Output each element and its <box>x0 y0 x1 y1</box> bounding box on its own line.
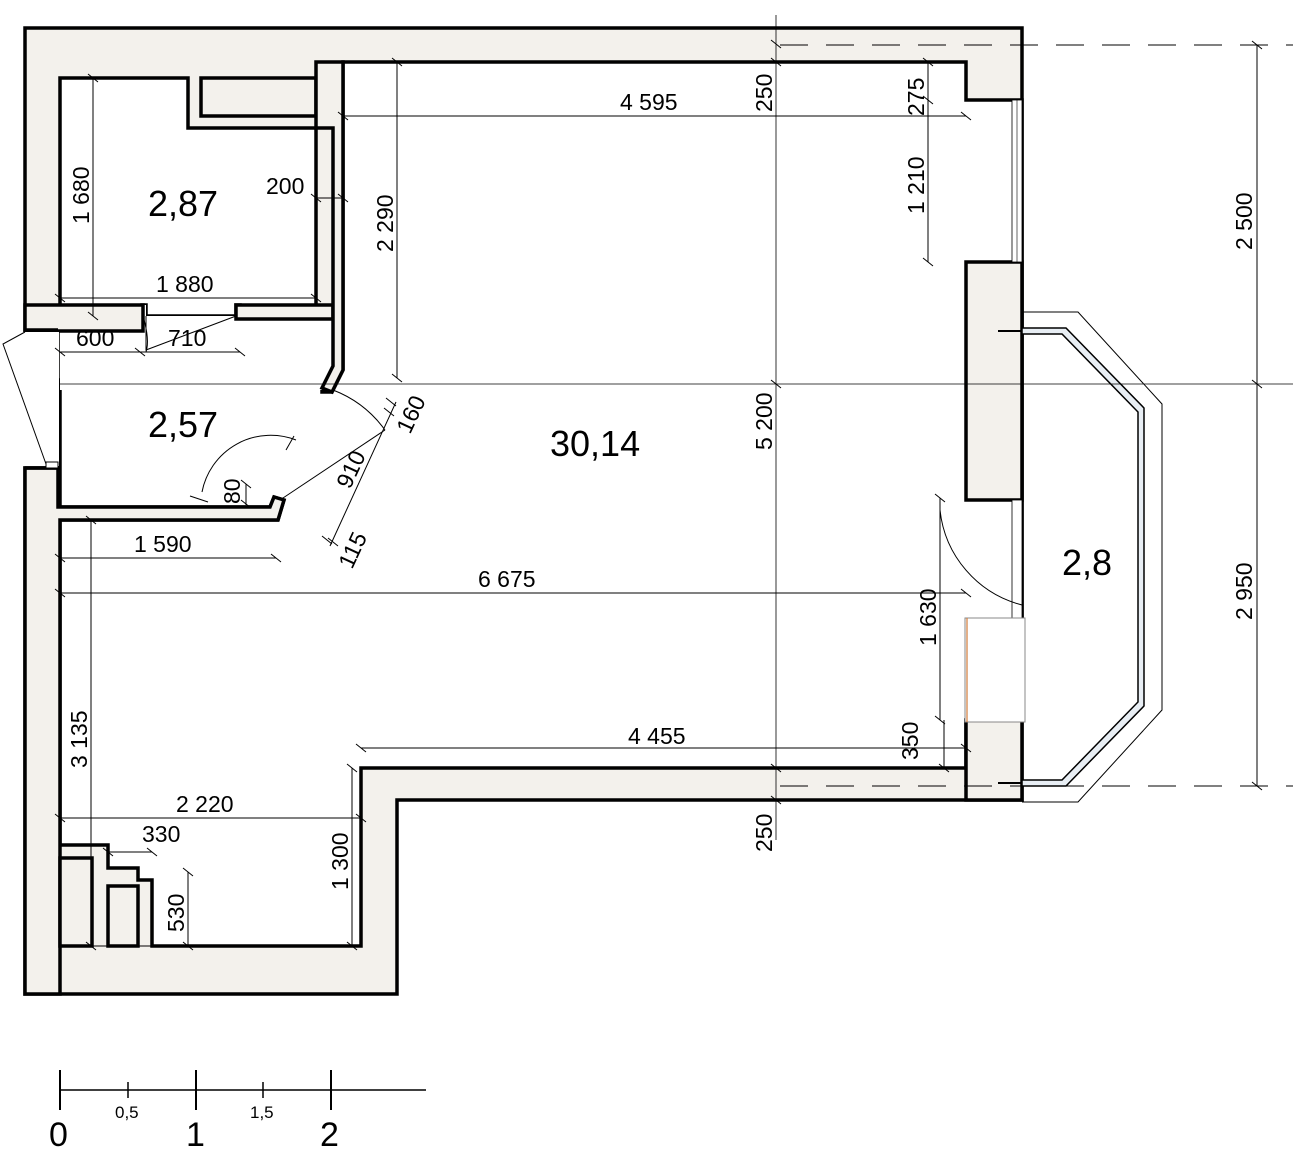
balcony-wall-stub-bottom <box>964 718 1024 802</box>
dim-2220: 2 220 <box>176 791 234 817</box>
window-pier <box>964 260 1024 502</box>
dim-330: 330 <box>142 821 180 847</box>
area-hall: 2,57 <box>148 404 218 445</box>
dim-2500: 2 500 <box>1231 192 1257 250</box>
hall-swing-stop1 <box>189 495 209 503</box>
dim-2950: 2 950 <box>1231 562 1257 620</box>
dim-1880: 1 880 <box>156 271 214 297</box>
dim-275: 275 <box>903 78 929 116</box>
area-main: 30,14 <box>550 423 640 464</box>
scale-bar <box>59 1070 426 1110</box>
main-door-leaf <box>279 429 386 501</box>
dim-6675: 6 675 <box>478 566 536 592</box>
closet-door-arc <box>142 315 148 353</box>
closet-wall-right <box>234 303 335 321</box>
appliance-outline <box>964 617 1026 723</box>
dim-250-bottom: 250 <box>751 814 777 852</box>
dimension-lines <box>60 45 1258 947</box>
scale-label-1: 1 <box>186 1116 205 1154</box>
dim-1590: 1 590 <box>134 531 192 557</box>
dim-3135: 3 135 <box>66 710 92 768</box>
dim-2290: 2 290 <box>372 194 398 252</box>
dim-200: 200 <box>266 173 304 199</box>
dim-1300: 1 300 <box>327 832 353 890</box>
entry-opening <box>23 332 59 466</box>
scale-label-0: 0 <box>49 1116 68 1154</box>
storage-block-2 <box>106 884 140 948</box>
dim-1210: 1 210 <box>903 156 929 214</box>
balcony-rail <box>1021 327 1145 787</box>
dim-600: 600 <box>76 325 114 351</box>
dim-80: 80 <box>219 478 245 504</box>
dim-250-top: 250 <box>751 74 777 112</box>
closet-shelf <box>199 76 318 118</box>
scale-label-0-5: 0,5 <box>115 1103 139 1122</box>
balcony-outline-outer <box>1022 311 1163 803</box>
dimension-ticks <box>54 39 1263 951</box>
entry-door-leaf <box>45 461 59 469</box>
dim-710: 710 <box>168 325 206 351</box>
dim-1680: 1 680 <box>68 166 94 224</box>
dim-4455: 4 455 <box>628 723 686 749</box>
hall-swing-stop2 <box>285 435 295 451</box>
area-balcony: 2,8 <box>1062 542 1112 583</box>
storage-block-1 <box>58 856 94 948</box>
dim-530: 530 <box>163 894 189 932</box>
dim-5200: 5 200 <box>751 392 777 450</box>
dim-4595: 4 595 <box>620 89 678 115</box>
dim-1630: 1 630 <box>915 588 941 646</box>
main-door-arc <box>332 389 386 431</box>
entry-door-swing <box>2 331 47 465</box>
scale-label-2: 2 <box>320 1116 339 1154</box>
balcony-door-arc <box>939 505 1023 606</box>
area-closet: 2,87 <box>148 183 218 224</box>
scale-label-1-5: 1,5 <box>250 1103 274 1122</box>
dim-350: 350 <box>897 722 923 760</box>
partition-wall <box>314 60 345 395</box>
hall-swing-arc <box>201 434 297 493</box>
hall-bottom-wall <box>23 466 287 996</box>
closet-wall-left <box>23 303 145 333</box>
